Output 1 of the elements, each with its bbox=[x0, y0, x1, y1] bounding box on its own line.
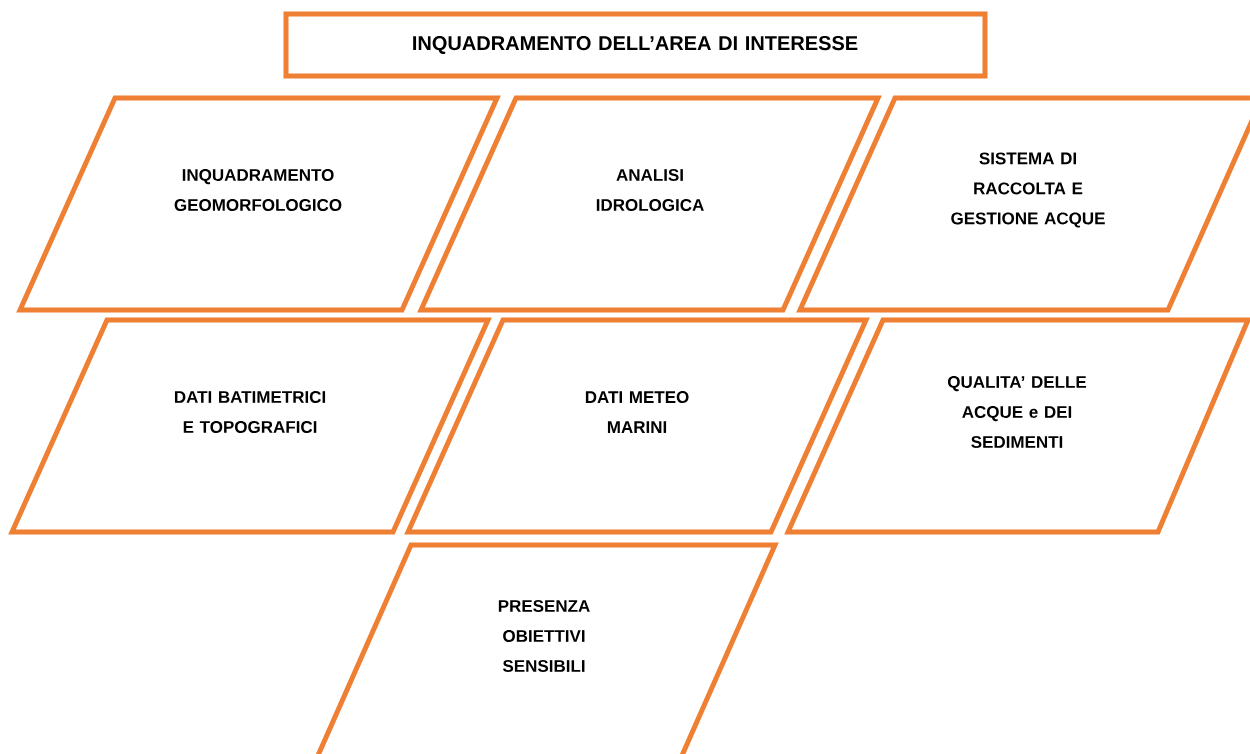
title-box: INQUADRAMENTO DELL’AREA DI INTERESSE bbox=[283, 11, 988, 79]
